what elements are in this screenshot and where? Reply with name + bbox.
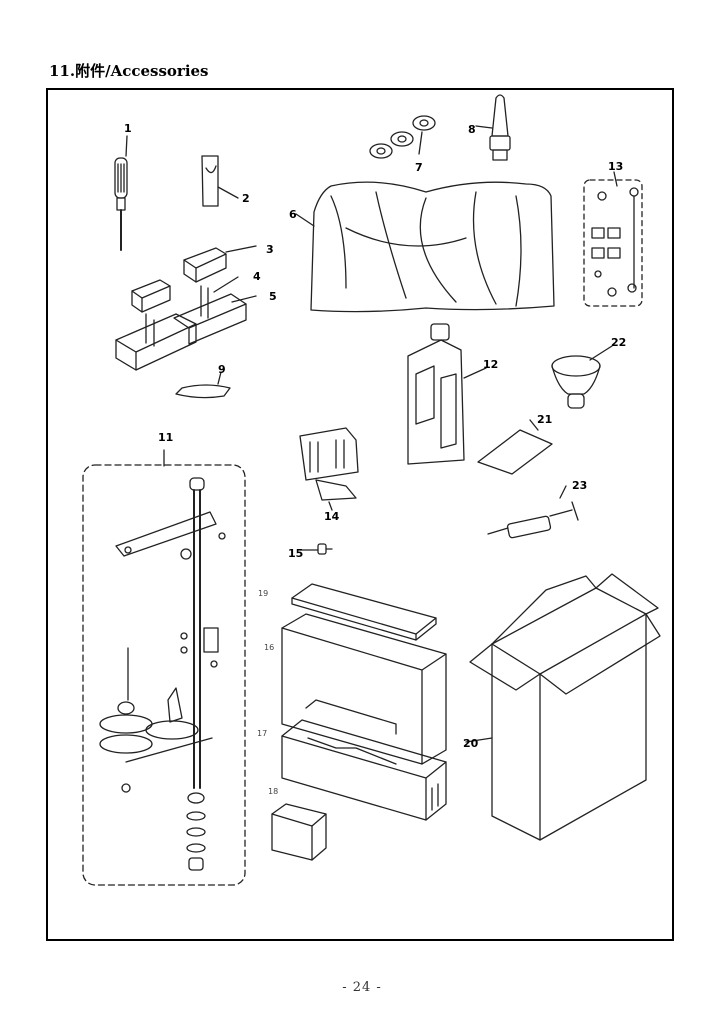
- callout-4: 4: [253, 270, 261, 283]
- dust-cover-part: [295, 181, 555, 313]
- callout-5: 5: [269, 290, 277, 303]
- page-title: 11.附件/Accessories: [49, 62, 209, 80]
- presser-blocks-part: [115, 245, 257, 371]
- callout-2: 2: [242, 192, 250, 205]
- carton-box-part: [465, 573, 661, 841]
- callout-15: 15: [288, 547, 304, 560]
- callout-18: 18: [268, 787, 279, 796]
- foam-block-part: [271, 803, 327, 861]
- callout-3: 3: [266, 243, 274, 256]
- callout-11: 11: [158, 431, 174, 444]
- bobbins-part: [369, 115, 436, 159]
- oil-bottle-part: [407, 323, 487, 465]
- page-number: - 24 -: [342, 980, 382, 995]
- syringe-part: [487, 485, 579, 539]
- bracket-kit-part: [583, 171, 643, 307]
- presser-foot-part: [299, 427, 359, 511]
- pad-part: [175, 371, 231, 399]
- callout-7: 7: [415, 161, 423, 174]
- callout-22: 22: [611, 336, 627, 349]
- spool-pin-part: [475, 94, 511, 161]
- foam-box-upper-part: [281, 613, 447, 765]
- callout-14: 14: [324, 510, 340, 523]
- accessories-exploded-diagram: [82, 94, 661, 886]
- callout-1: 1: [124, 122, 132, 135]
- callout-16: 16: [264, 643, 275, 652]
- diagram-frame: [46, 88, 674, 941]
- callout-12: 12: [483, 358, 499, 371]
- funnel-part: [551, 345, 613, 409]
- callout-17: 17: [257, 729, 268, 738]
- manual-sheet-part: [477, 419, 553, 475]
- callout-23: 23: [572, 479, 588, 492]
- foam-lid-part: [291, 583, 437, 641]
- callout-6: 6: [289, 208, 297, 221]
- screwdriver-part: [114, 135, 128, 251]
- callout-8: 8: [468, 123, 476, 136]
- card-part: [201, 155, 239, 207]
- thread-stand-part: [82, 449, 246, 886]
- callout-9: 9: [218, 363, 226, 376]
- callout-13: 13: [608, 160, 624, 173]
- screw-part: [299, 543, 333, 555]
- callout-21: 21: [537, 413, 553, 426]
- foam-box-lower-part: [281, 719, 447, 821]
- callout-19: 19: [258, 589, 269, 598]
- callout-20: 20: [463, 737, 479, 750]
